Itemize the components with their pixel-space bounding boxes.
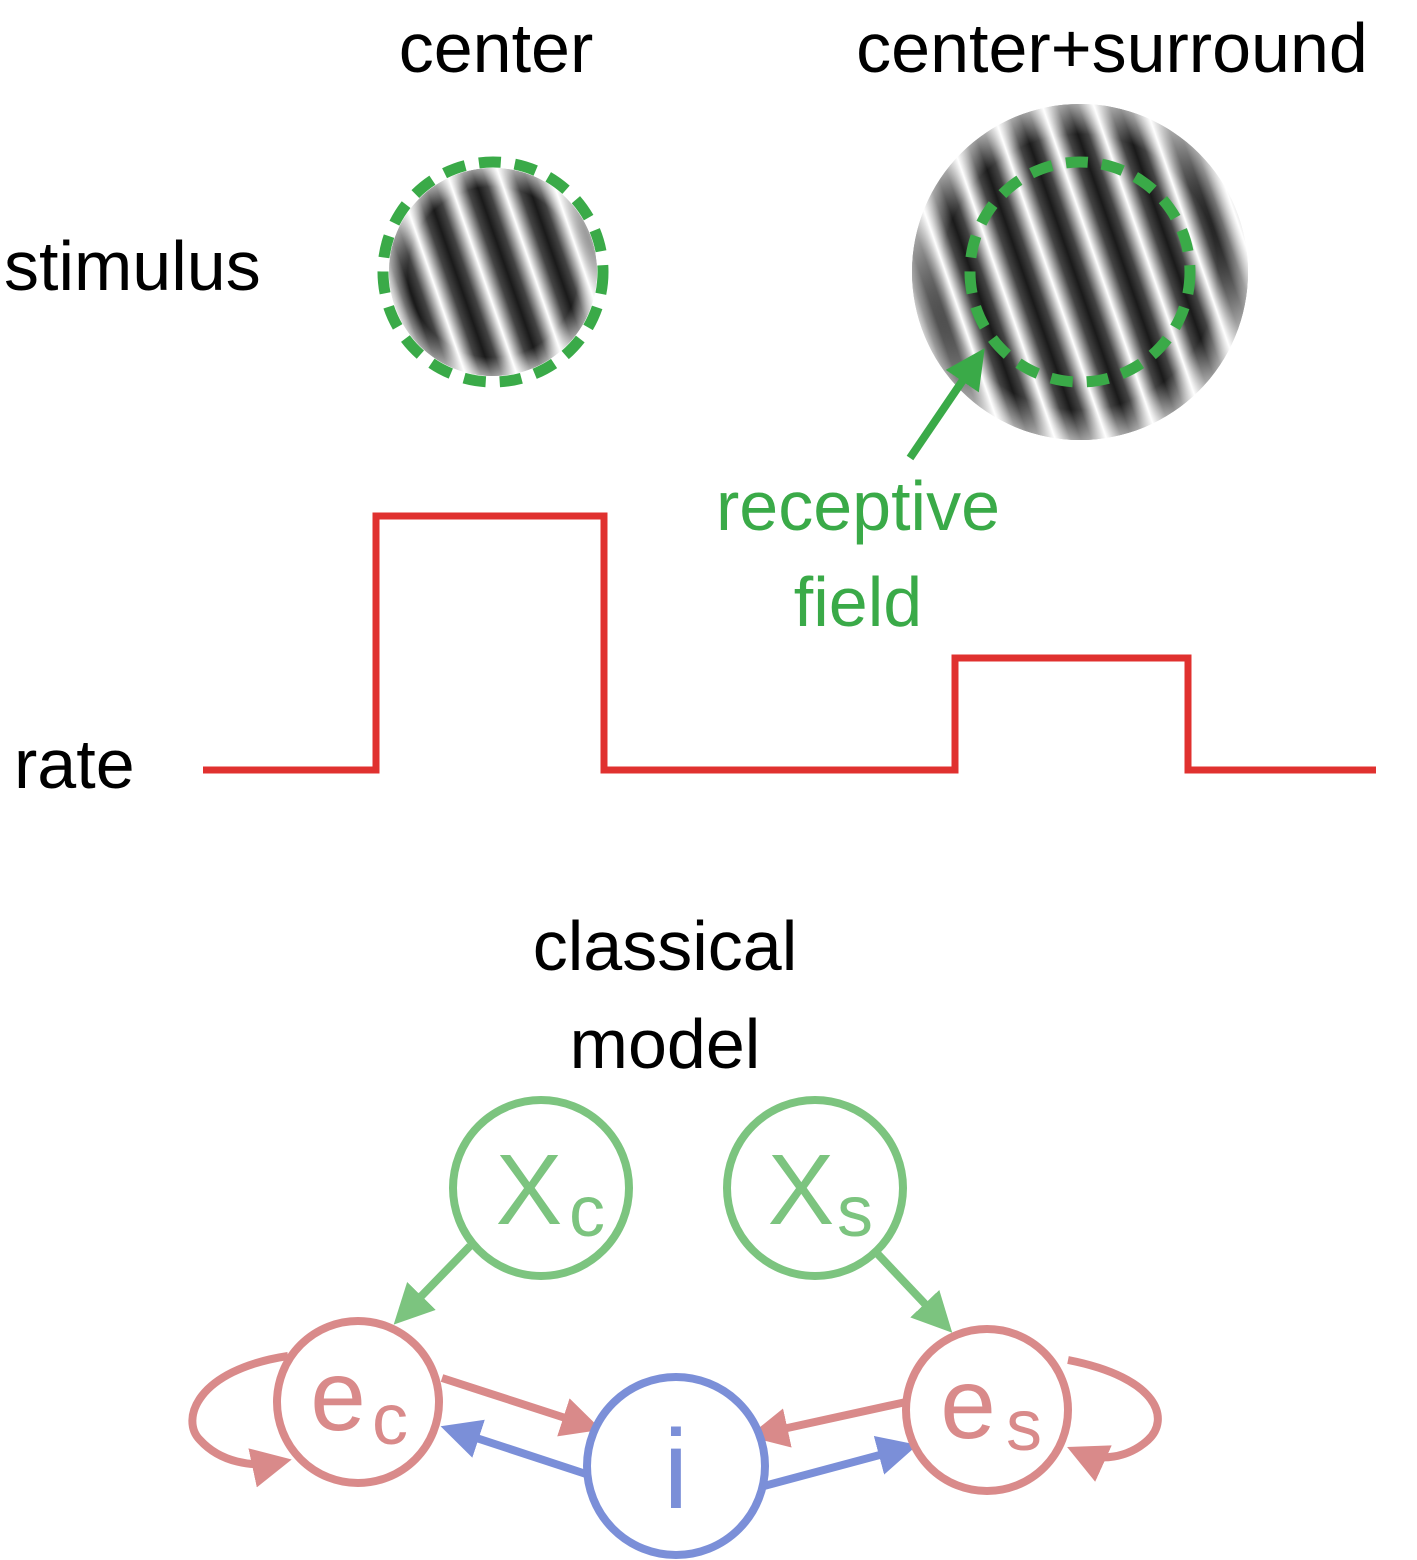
edge-ec-self-loop <box>188 1352 292 1488</box>
node-xs-sub: s <box>837 1172 873 1252</box>
column-label-center-surround: center+surround <box>856 9 1368 87</box>
node-i-main: i <box>664 1407 689 1532</box>
node-es-main: e <box>940 1348 996 1460</box>
receptive-field-arrow <box>906 348 985 461</box>
edge-es-to-i <box>748 1398 907 1448</box>
column-label-center: center <box>399 9 594 87</box>
edge-i-to-es <box>762 1435 918 1490</box>
stimulus-center-grating <box>389 168 597 376</box>
receptive-field-label-line2: field <box>794 563 922 641</box>
receptive-field-outline-center <box>377 156 609 388</box>
edge-ec-to-i <box>440 1374 602 1437</box>
node-xc-main: X <box>496 1134 563 1246</box>
model-title-line2: model <box>570 1005 761 1083</box>
node-ec-sub: c <box>372 1380 408 1460</box>
node-es-sub: s <box>1006 1386 1042 1466</box>
model-title-line1: classical <box>533 907 798 985</box>
row-label-stimulus: stimulus <box>4 227 261 305</box>
node-xs: X s <box>723 1096 907 1280</box>
node-xc-sub: c <box>569 1172 605 1252</box>
receptive-field-outline-surround <box>964 156 1196 388</box>
node-xs-main: X <box>768 1134 835 1246</box>
node-ec-main: e <box>310 1340 366 1452</box>
edge-es-self-loop <box>1067 1356 1162 1482</box>
node-i: i <box>583 1373 769 1559</box>
node-ec: e c <box>273 1317 443 1487</box>
stimulus-center-surround-grating <box>912 104 1248 440</box>
node-es: e s <box>902 1325 1072 1495</box>
receptive-field-label-line1: receptive <box>716 467 1000 545</box>
node-xc: X c <box>449 1096 633 1280</box>
edge-xc-to-ec <box>393 1243 473 1325</box>
edge-xs-to-es <box>869 1245 953 1333</box>
rate-trace <box>203 512 1376 774</box>
row-label-rate: rate <box>14 725 135 803</box>
edge-i-to-ec <box>440 1419 588 1478</box>
